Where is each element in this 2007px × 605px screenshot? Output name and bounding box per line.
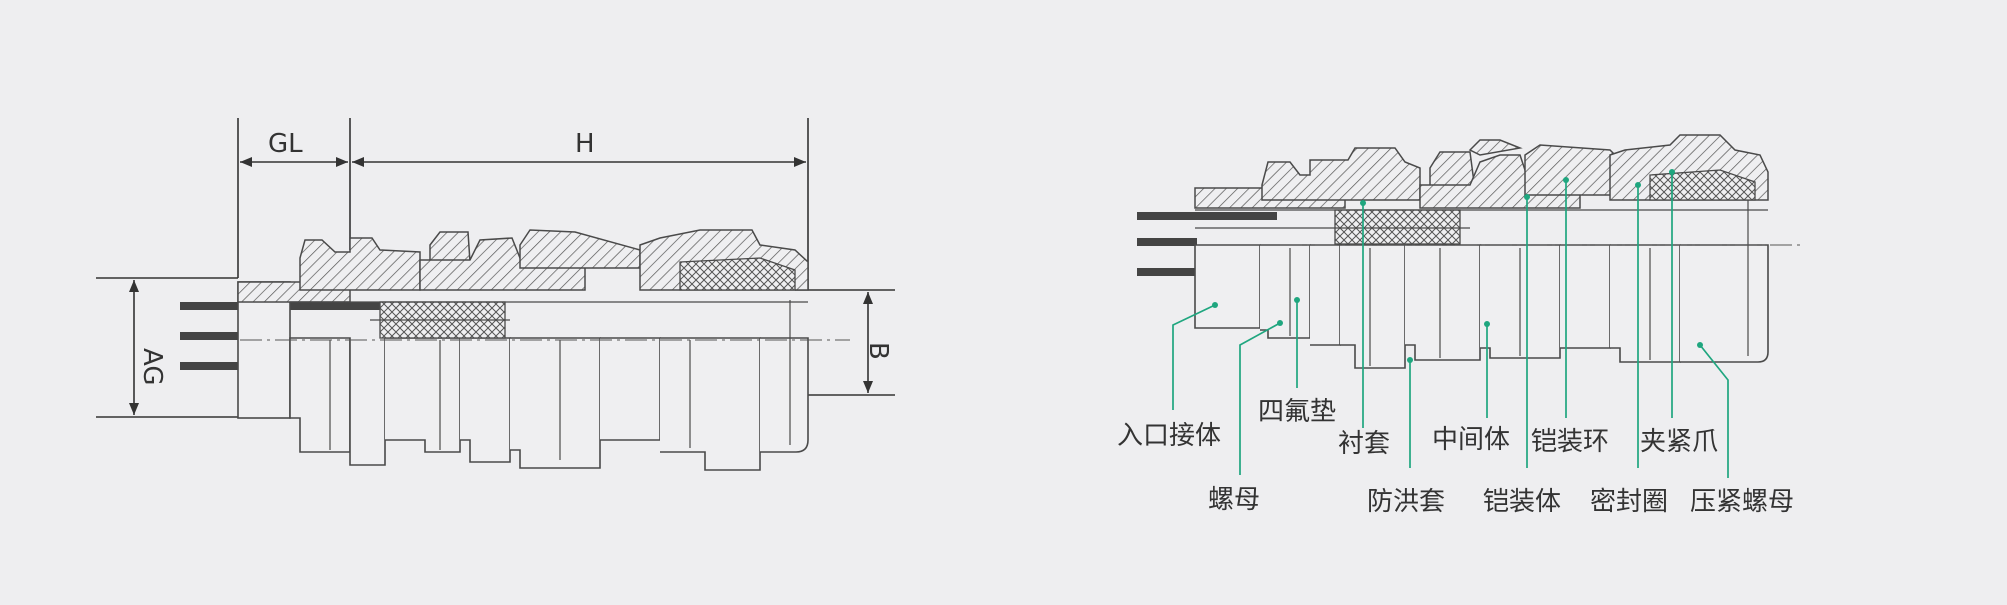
label-ptfe-gasket: 四氟垫 xyxy=(1258,397,1336,427)
dimension-h: H xyxy=(575,129,595,159)
label-flood-sleeve: 防洪套 xyxy=(1367,487,1445,517)
dimension-b: B xyxy=(863,342,893,360)
label-liner: 衬套 xyxy=(1338,429,1390,459)
label-nut: 螺母 xyxy=(1208,485,1260,515)
label-armor-ring: 铠装环 xyxy=(1531,427,1609,457)
leader-lines xyxy=(1172,169,1729,478)
dimension-ag: AG xyxy=(137,348,167,385)
label-clamp-claw: 夹紧爪 xyxy=(1640,427,1718,457)
label-middle-body: 中间体 xyxy=(1432,425,1510,455)
dimension-gl: GL xyxy=(268,129,303,159)
label-armor-body: 铠装体 xyxy=(1483,487,1561,517)
label-inlet-body: 入口接体 xyxy=(1117,421,1221,451)
left-gland-drawing xyxy=(96,118,895,471)
right-gland-drawing xyxy=(1137,134,1805,369)
label-seal-ring: 密封圈 xyxy=(1590,487,1668,517)
label-compression-nut: 压紧螺母 xyxy=(1690,487,1794,517)
